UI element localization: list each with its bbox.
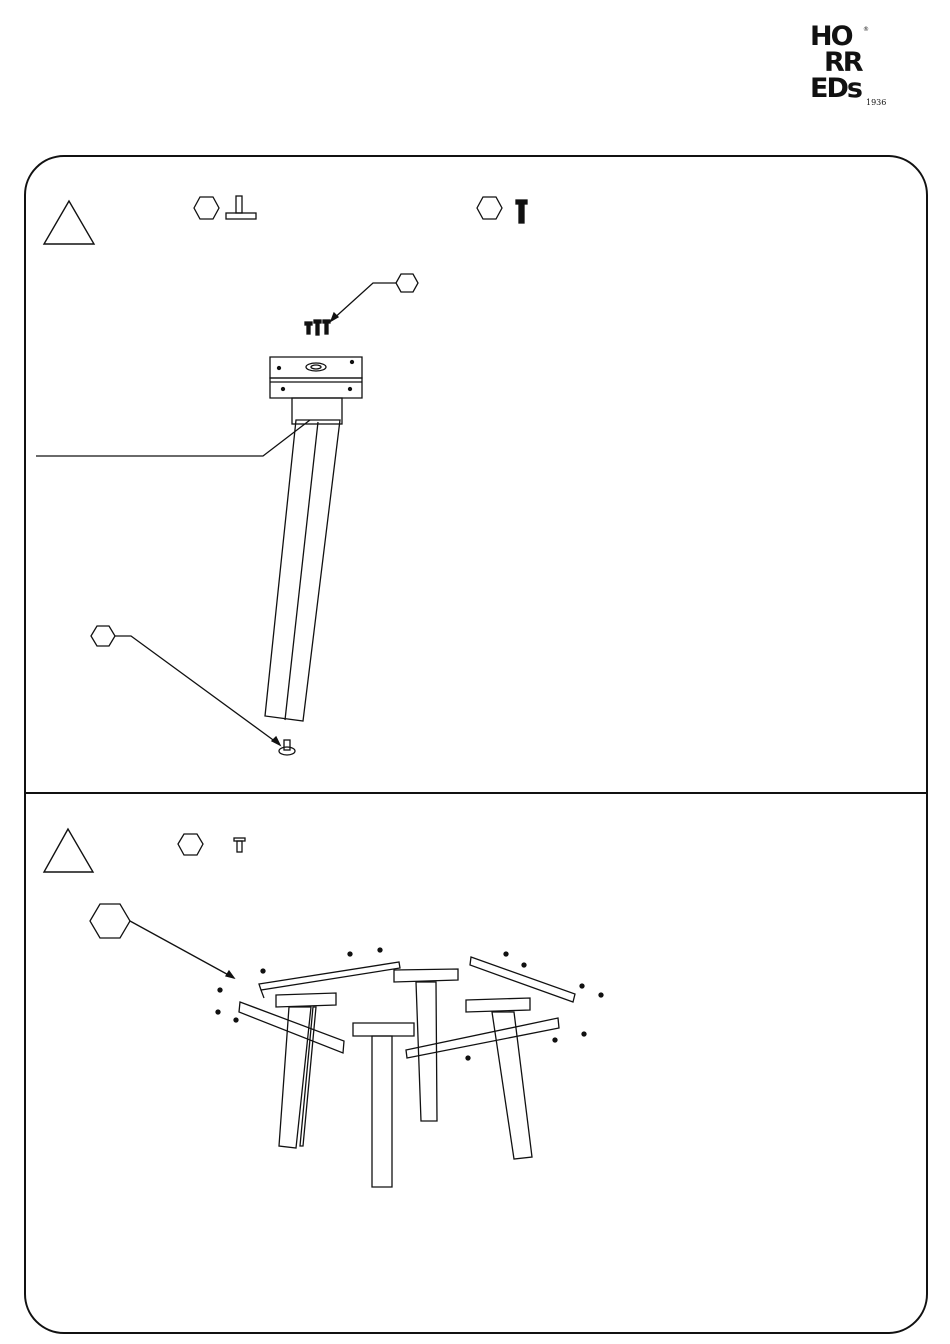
callout-line bbox=[130, 921, 234, 978]
screw-icon bbox=[234, 838, 245, 852]
table-leg bbox=[353, 1023, 414, 1187]
side-rail bbox=[406, 1018, 559, 1058]
side-rail bbox=[239, 1002, 344, 1053]
part-hexagon-icon bbox=[396, 274, 418, 292]
callout-arrowhead bbox=[226, 971, 234, 978]
callout-line bbox=[115, 636, 280, 745]
screws-group bbox=[305, 320, 330, 335]
table-leg bbox=[265, 420, 340, 721]
warning-triangle-icon bbox=[44, 829, 93, 872]
step-2 bbox=[44, 829, 603, 1187]
table-leg bbox=[466, 998, 532, 1159]
callout-line bbox=[331, 283, 396, 321]
part-hexagon-icon bbox=[90, 904, 130, 938]
screws-group bbox=[216, 948, 603, 1060]
leg-bracket bbox=[270, 357, 362, 424]
foot-glide-icon bbox=[226, 196, 256, 219]
callout-line bbox=[36, 420, 310, 456]
table-leg bbox=[394, 969, 458, 1121]
part-hexagon-icon bbox=[194, 197, 219, 219]
part-hexagon-icon bbox=[91, 626, 115, 646]
screw-icon bbox=[516, 200, 527, 223]
part-hexagon-icon bbox=[178, 834, 203, 855]
callout-arrowhead bbox=[272, 737, 280, 745]
callout-arrowhead bbox=[331, 313, 338, 321]
foot-glide bbox=[279, 740, 295, 755]
warning-triangle-icon bbox=[44, 201, 94, 244]
table-leg bbox=[276, 993, 336, 1148]
step-1 bbox=[36, 196, 527, 755]
part-hexagon-icon bbox=[477, 197, 502, 219]
